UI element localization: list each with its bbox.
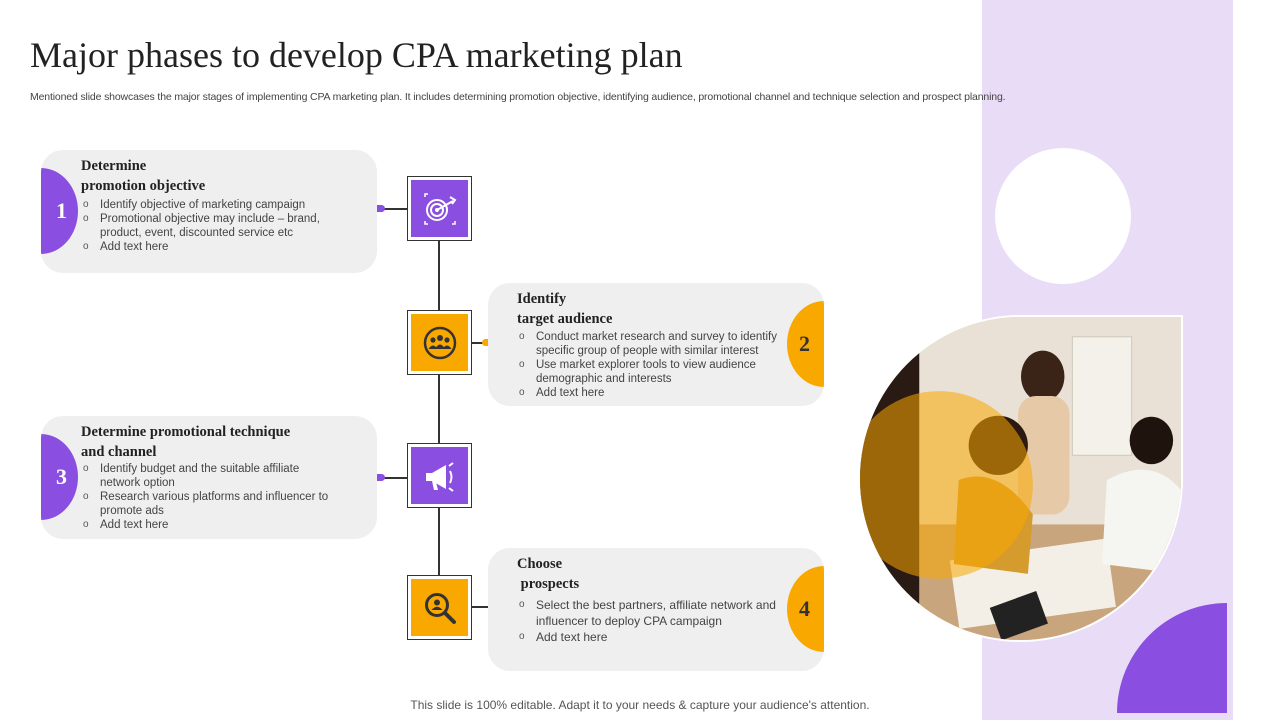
bullet-item: Promotional objective may include – bran… bbox=[81, 212, 341, 240]
target-icon bbox=[423, 192, 456, 225]
bullet-item: Add text here bbox=[81, 518, 341, 532]
phase-title-line: and channel bbox=[81, 444, 157, 460]
phase-card-3: 3 Determine promotional technique and ch… bbox=[41, 416, 377, 539]
page-subtitle: Mentioned slide showcases the major stag… bbox=[30, 91, 1006, 103]
phase-card-4: 4 Choose prospects Select the best partn… bbox=[488, 548, 824, 671]
connector-line-2 bbox=[472, 342, 488, 344]
phase-number-badge: 2 bbox=[787, 301, 824, 387]
phase-icon-box-4 bbox=[407, 575, 472, 640]
connector-dot-3 bbox=[369, 474, 385, 481]
connector-line-1 bbox=[376, 208, 407, 210]
phase-title: Determine promotion objective bbox=[81, 156, 351, 196]
bullet-item: Add text here bbox=[517, 386, 792, 400]
bullet-item: Add text here bbox=[81, 240, 341, 254]
connector-line-3 bbox=[376, 477, 407, 479]
phase-title-line: Determine promotional technique bbox=[81, 424, 291, 440]
search-user-icon bbox=[424, 592, 456, 624]
phase-number-badge: 3 bbox=[41, 434, 78, 520]
page-title: Major phases to develop CPA marketing pl… bbox=[30, 35, 683, 75]
bullet-item: Identify objective of marketing campaign bbox=[81, 198, 341, 212]
phase-card-1: 1 Determine promotion objective Identify… bbox=[41, 150, 377, 273]
connector-dot-1 bbox=[369, 205, 385, 212]
bullet-item: Identify budget and the suitable affilia… bbox=[81, 462, 341, 490]
phase-title-line: target audience bbox=[517, 311, 613, 327]
phase-title-line: Identify bbox=[517, 291, 567, 307]
bullet-item: Use market explorer tools to view audien… bbox=[517, 358, 792, 386]
phase-title: Identify target audience bbox=[517, 289, 777, 329]
audience-icon bbox=[423, 326, 456, 359]
phase-bullet-list: Select the best partners, affiliate netw… bbox=[517, 597, 792, 645]
timeline-spine bbox=[438, 241, 440, 576]
phase-bullet-list: Identify objective of marketing campaign… bbox=[81, 198, 341, 254]
connector-line-4 bbox=[472, 606, 488, 608]
phase-number-badge: 4 bbox=[787, 566, 824, 652]
phase-card-2: 2 Identify target audience Conduct marke… bbox=[488, 283, 824, 406]
phase-bullet-list: Conduct market research and survey to id… bbox=[517, 330, 792, 400]
phase-title: Determine promotional technique and chan… bbox=[81, 422, 351, 462]
bullet-item: Add text here bbox=[517, 629, 792, 645]
phase-title-line: Determine bbox=[81, 158, 147, 174]
bullet-item: Research various platforms and influence… bbox=[81, 490, 341, 518]
phase-title-line: prospects bbox=[517, 576, 580, 592]
phase-title-line: promotion objective bbox=[81, 178, 206, 194]
bullet-item: Conduct market research and survey to id… bbox=[517, 330, 792, 358]
phase-number-badge: 1 bbox=[41, 168, 78, 254]
phase-icon-box-2 bbox=[407, 310, 472, 375]
phase-title: Choose prospects bbox=[517, 554, 777, 594]
team-meeting-photo bbox=[858, 315, 1183, 642]
phase-bullet-list: Identify budget and the suitable affilia… bbox=[81, 462, 341, 532]
phase-icon-box-3 bbox=[407, 443, 472, 508]
megaphone-icon bbox=[425, 461, 454, 492]
bullet-item: Select the best partners, affiliate netw… bbox=[517, 597, 792, 629]
phase-title-line: Choose bbox=[517, 556, 563, 572]
decorative-circle bbox=[995, 148, 1131, 284]
footer-note: This slide is 100% editable. Adapt it to… bbox=[410, 698, 870, 712]
phase-icon-box-1 bbox=[407, 176, 472, 241]
